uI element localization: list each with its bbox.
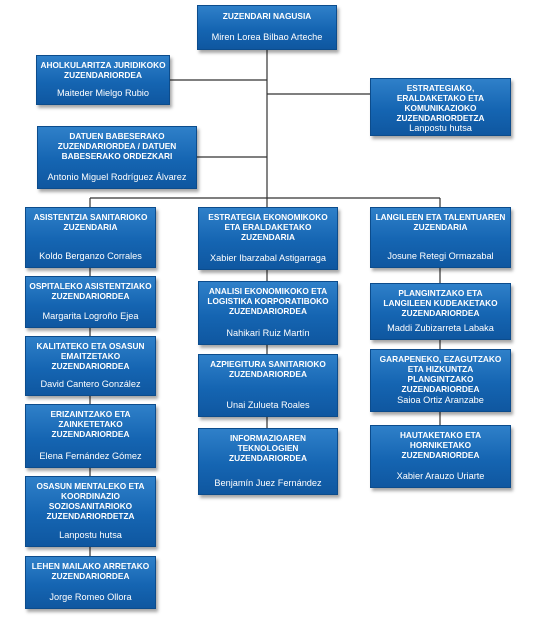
node-title: ZUZENDARI NAGUSIA: [222, 11, 312, 21]
node-logistics: ANALISI EKONOMIKOKO ETA LOGISTIKA KORPOR…: [198, 281, 338, 345]
node-dataprotection: DATUEN BABESERAKO ZUZENDARIORDEA / DATUE…: [37, 126, 197, 189]
node-mentalhealth: OSASUN MENTALEKO ETA KOORDINAZIO SOZIOSA…: [25, 476, 156, 547]
node-infrastructure: AZPIEGITURA SANITARIOKO ZUZENDARIORDEA U…: [198, 354, 338, 417]
node-primarycare: LEHEN MAILAKO ARRETAKO ZUZENDARIORDEA Jo…: [25, 556, 156, 609]
node-title: KALITATEKO ETA OSASUN EMAITZETAKO ZUZEND…: [36, 341, 145, 371]
node-title: LEHEN MAILAKO ARRETAKO ZUZENDARIORDEA: [31, 561, 150, 581]
node-title: INFORMAZIOAREN TEKNOLOGIEN ZUZENDARIORDE…: [229, 433, 307, 463]
node-healthcare: ASISTENTZIA SANITARIOKO ZUZENDARIA Koldo…: [25, 207, 156, 268]
node-person: Maddi Zubizarreta Labaka: [387, 323, 494, 333]
node-person: Benjamín Juez Fernández: [214, 478, 322, 488]
node-recruitment: HAUTAKETAKO ETA HORNIKETAKO ZUZENDARIORD…: [370, 425, 511, 488]
node-person: Maiteder Mielgo Rubio: [57, 88, 149, 98]
node-person: Koldo Berganzo Corrales: [39, 251, 142, 261]
node-economic: ESTRATEGIA EKONOMIKOKO ETA ERALDAKETAKO …: [198, 207, 338, 270]
node-title: ESTRATEGIA EKONOMIKOKO ETA ERALDAKETAKO …: [208, 212, 328, 242]
node-director: ZUZENDARI NAGUSIA Miren Lorea Bilbao Art…: [197, 5, 337, 50]
node-title: OSASUN MENTALEKO ETA KOORDINAZIO SOZIOSA…: [36, 481, 145, 521]
node-person: Lanpostu hutsa: [59, 530, 122, 540]
node-title: LANGILEEN ETA TALENTUAREN ZUZENDARIA: [375, 212, 506, 232]
node-title: AZPIEGITURA SANITARIOKO ZUZENDARIORDEA: [210, 359, 326, 379]
node-person: Xabier Arauzo Uriarte: [396, 471, 485, 481]
node-title: ESTRATEGIAKO, ERALDAKETAKO ETA KOMUNIKAZ…: [396, 83, 485, 123]
node-it: INFORMAZIOAREN TEKNOLOGIEN ZUZENDARIORDE…: [198, 428, 338, 495]
node-person: Xabier Ibarzabal Astigarraga: [210, 253, 326, 263]
node-person: Antonio Miguel Rodríguez Álvarez: [47, 172, 187, 182]
node-title: ANALISI EKONOMIKOKO ETA LOGISTIKA KORPOR…: [207, 286, 329, 316]
node-person: Margarita Logroño Ejea: [42, 311, 139, 321]
node-person: Jorge Romeo Ollora: [49, 592, 132, 602]
node-person: David Cantero González: [40, 379, 141, 389]
node-person: Elena Fernández Gómez: [39, 451, 142, 461]
node-strategy: ESTRATEGIAKO, ERALDAKETAKO ETA KOMUNIKAZ…: [370, 78, 511, 136]
node-quality: KALITATEKO ETA OSASUN EMAITZETAKO ZUZEND…: [25, 336, 156, 396]
node-title: OSPITALEKO ASISTENTZIAKO ZUZENDARIORDEA: [29, 281, 152, 301]
node-people: LANGILEEN ETA TALENTUAREN ZUZENDARIA Jos…: [370, 207, 511, 268]
node-planning: PLANGINTZAKO ETA LANGILEEN KUDEAKETAKO Z…: [370, 283, 511, 340]
node-hospital: OSPITALEKO ASISTENTZIAKO ZUZENDARIORDEA …: [25, 276, 156, 328]
node-legal: AHOLKULARITZA JURIDIKOKO ZUZENDARIORDEA …: [36, 55, 170, 105]
node-person: Josune Retegi Ormazabal: [387, 251, 494, 261]
node-person: Lanpostu hutsa: [409, 123, 472, 133]
node-title: HAUTAKETAKO ETA HORNIKETAKO ZUZENDARIORD…: [399, 430, 482, 460]
node-title: PLANGINTZAKO ETA LANGILEEN KUDEAKETAKO Z…: [383, 288, 498, 318]
node-person: Saioa Ortiz Aranzabe: [397, 395, 484, 405]
node-person: Nahikari Ruiz Martín: [226, 328, 310, 338]
node-gender: GARAPENEKO, EZAGUTZAKO ETA HIZKUNTZA PLA…: [370, 349, 511, 412]
node-title: ASISTENTZIA SANITARIOKO ZUZENDARIA: [33, 212, 148, 232]
node-title: AHOLKULARITZA JURIDIKOKO ZUZENDARIORDEA: [40, 60, 166, 80]
node-person: Unai Zulueta Roales: [226, 400, 310, 410]
node-person: Miren Lorea Bilbao Arteche: [211, 32, 323, 42]
node-title: DATUEN BABESERAKO ZUZENDARIORDEA / DATUE…: [57, 131, 177, 161]
node-title: ERIZAINTZAKO ETA ZAINKETETAKO ZUZENDARIO…: [50, 409, 131, 439]
node-title: GARAPENEKO, EZAGUTZAKO ETA HIZKUNTZA PLA…: [379, 354, 502, 394]
node-nursing: ERIZAINTZAKO ETA ZAINKETETAKO ZUZENDARIO…: [25, 404, 156, 468]
